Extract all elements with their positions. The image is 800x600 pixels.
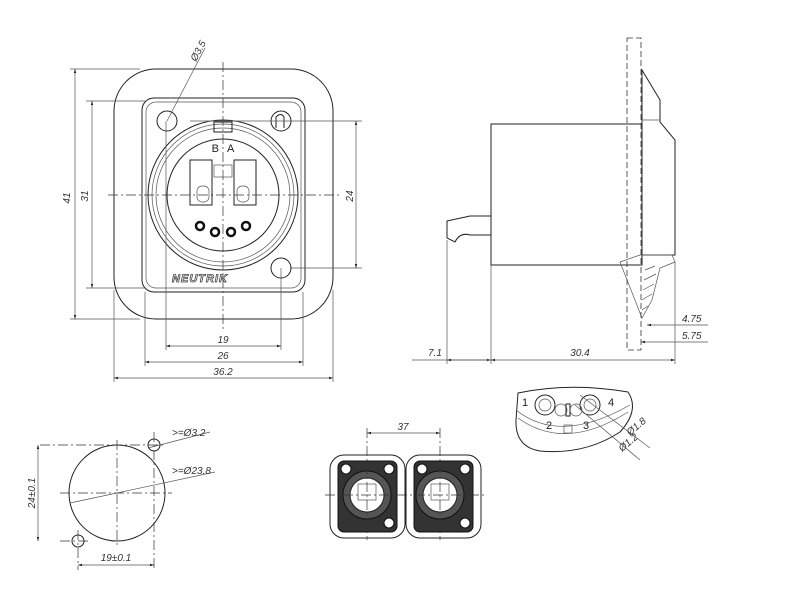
pair-mounting-view: 37 xyxy=(325,422,486,540)
pin-label-4: 4 xyxy=(608,397,614,409)
dim-pin-length: 7.1 xyxy=(428,348,442,359)
panel-outline xyxy=(626,37,642,351)
front-plate xyxy=(141,97,306,293)
pin-2 xyxy=(554,403,568,417)
dim-hole-spacing-h: 19 xyxy=(217,335,229,346)
dim-width-plate: 26 xyxy=(216,351,229,362)
front-flange xyxy=(641,68,676,256)
dim-pin-inner-dia: Ø1.2 xyxy=(616,432,641,455)
rear-pin xyxy=(446,215,492,243)
connector-body xyxy=(490,123,643,266)
channel-label-b: B xyxy=(212,143,219,155)
outer-flange xyxy=(113,68,334,320)
pin-label-1: 1 xyxy=(522,397,528,409)
pin-face-view: 1 2 3 4 Ø1.8 Ø1.2 xyxy=(515,386,651,461)
dim-height-plate: 31 xyxy=(80,190,91,201)
screw-section xyxy=(619,254,676,319)
pin-1 xyxy=(534,394,556,416)
dim-pair-spacing: 37 xyxy=(397,422,409,433)
dim-screw-hole: >=Ø3.2 xyxy=(172,428,206,439)
connector-right xyxy=(405,454,482,539)
dim-height-total: 41 xyxy=(62,192,73,203)
panel-cutout-view: >=Ø3.2 >=Ø23.8 24±0.1 19±0.1 xyxy=(27,428,216,570)
mount-hole-top-left xyxy=(156,110,178,132)
channel-label-a: A xyxy=(227,143,235,155)
pin-label-2: 2 xyxy=(546,420,552,432)
pin-housing xyxy=(515,386,633,453)
front-view: B A NEUTRIK Ø3.5 41 31 24 19 26 36.2 xyxy=(62,39,362,382)
pin-label-3: 3 xyxy=(583,420,589,432)
dim-panel-min: 4.75 xyxy=(682,314,702,325)
connector-left xyxy=(329,454,406,539)
brand-logo: NEUTRIK xyxy=(172,273,228,285)
dim-main-hole: >=Ø23.8 xyxy=(172,466,211,477)
side-view: 7.1 30.4 4.75 5.75 xyxy=(412,37,708,364)
dim-cutout-horizontal: 19±0.1 xyxy=(101,553,132,564)
dim-body-length: 30.4 xyxy=(570,348,590,359)
dim-hole-spacing-v: 24 xyxy=(345,190,356,203)
pin-4 xyxy=(579,394,601,416)
dim-hole-dia: Ø3.5 xyxy=(188,39,209,65)
dim-panel-max: 5.75 xyxy=(682,331,702,342)
dim-width-total: 36.2 xyxy=(213,367,233,378)
dim-cutout-vertical: 24±0.1 xyxy=(27,478,38,510)
